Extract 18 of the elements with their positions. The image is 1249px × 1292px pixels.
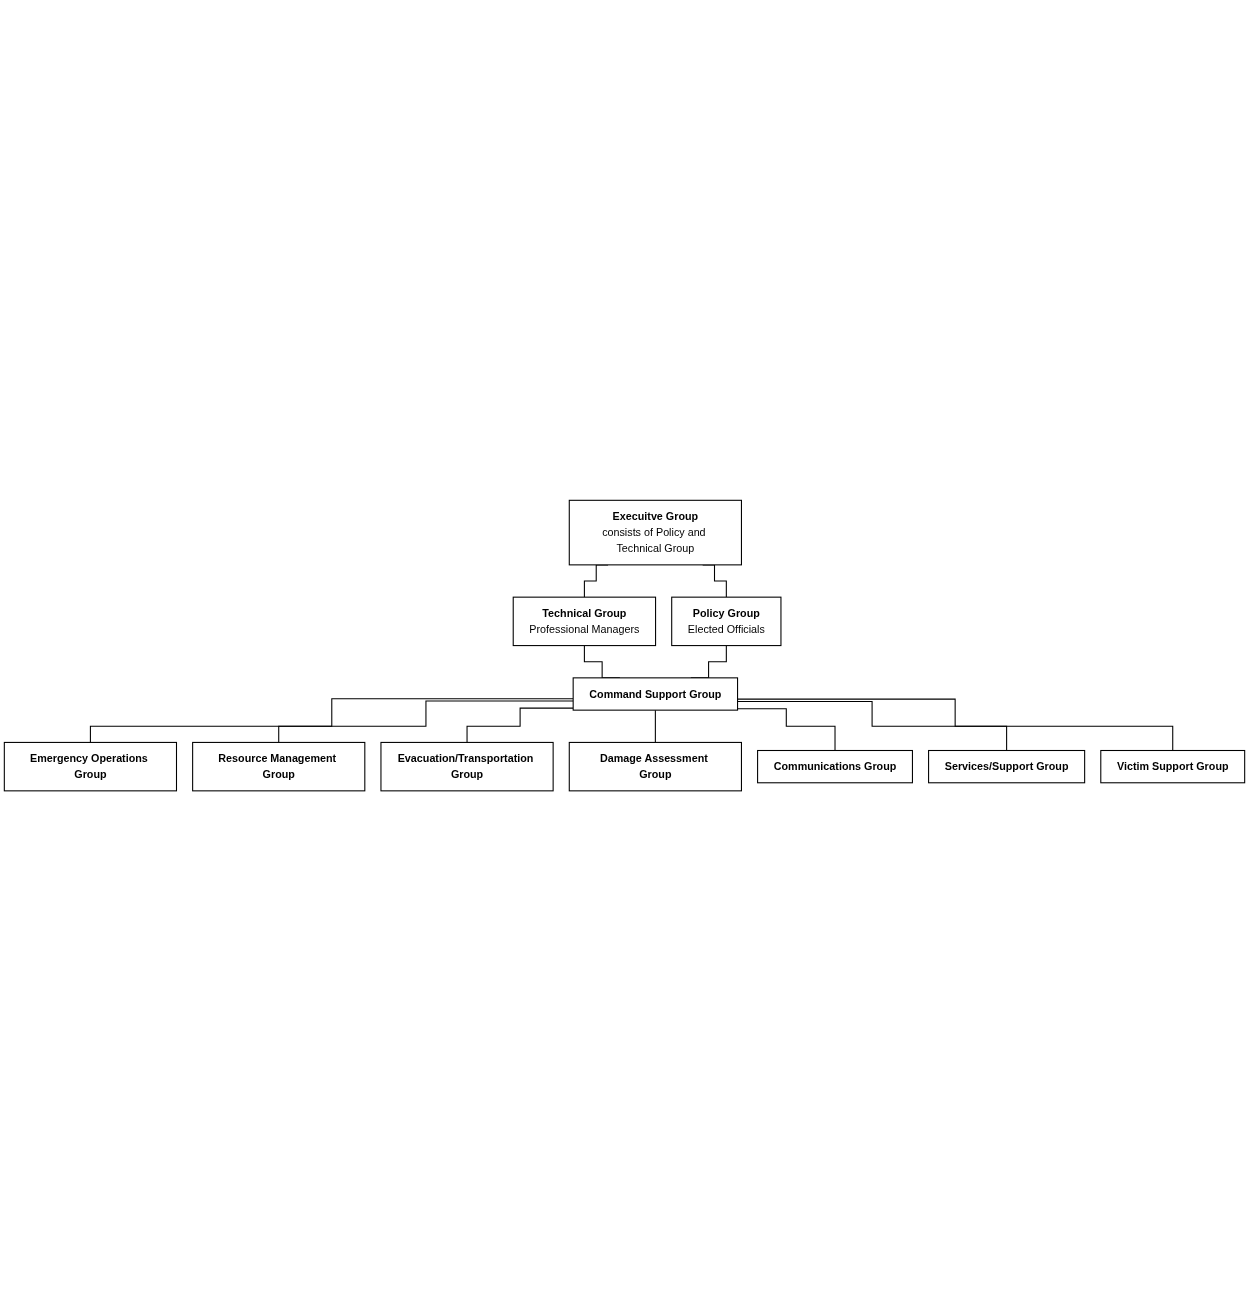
node-box: Technical Group Professional Managers: [512, 597, 657, 647]
node-box: Resource Management Group: [192, 742, 366, 792]
connector: [466, 708, 574, 744]
connector: [737, 708, 836, 752]
node-box: Evacuation/Transportation Group: [380, 742, 554, 792]
node-box: Communications Group: [757, 750, 913, 784]
node-box: Victim Support Group: [1100, 750, 1246, 784]
connector: [654, 710, 656, 744]
connector: [737, 699, 1174, 752]
node-box: Execuitve Group consists of Policy and Technical Group: [568, 500, 742, 566]
node-box: Services/Support Group: [928, 750, 1086, 784]
connector: [737, 701, 1008, 752]
node-box: Command Support Group: [572, 677, 739, 712]
node-box: Damage Assessment Group: [568, 742, 742, 792]
connector: [278, 700, 574, 744]
connector: [89, 698, 574, 744]
node-box: Emergency Operations Group: [3, 742, 178, 792]
node-box: Policy Group Elected Officials: [671, 597, 782, 647]
